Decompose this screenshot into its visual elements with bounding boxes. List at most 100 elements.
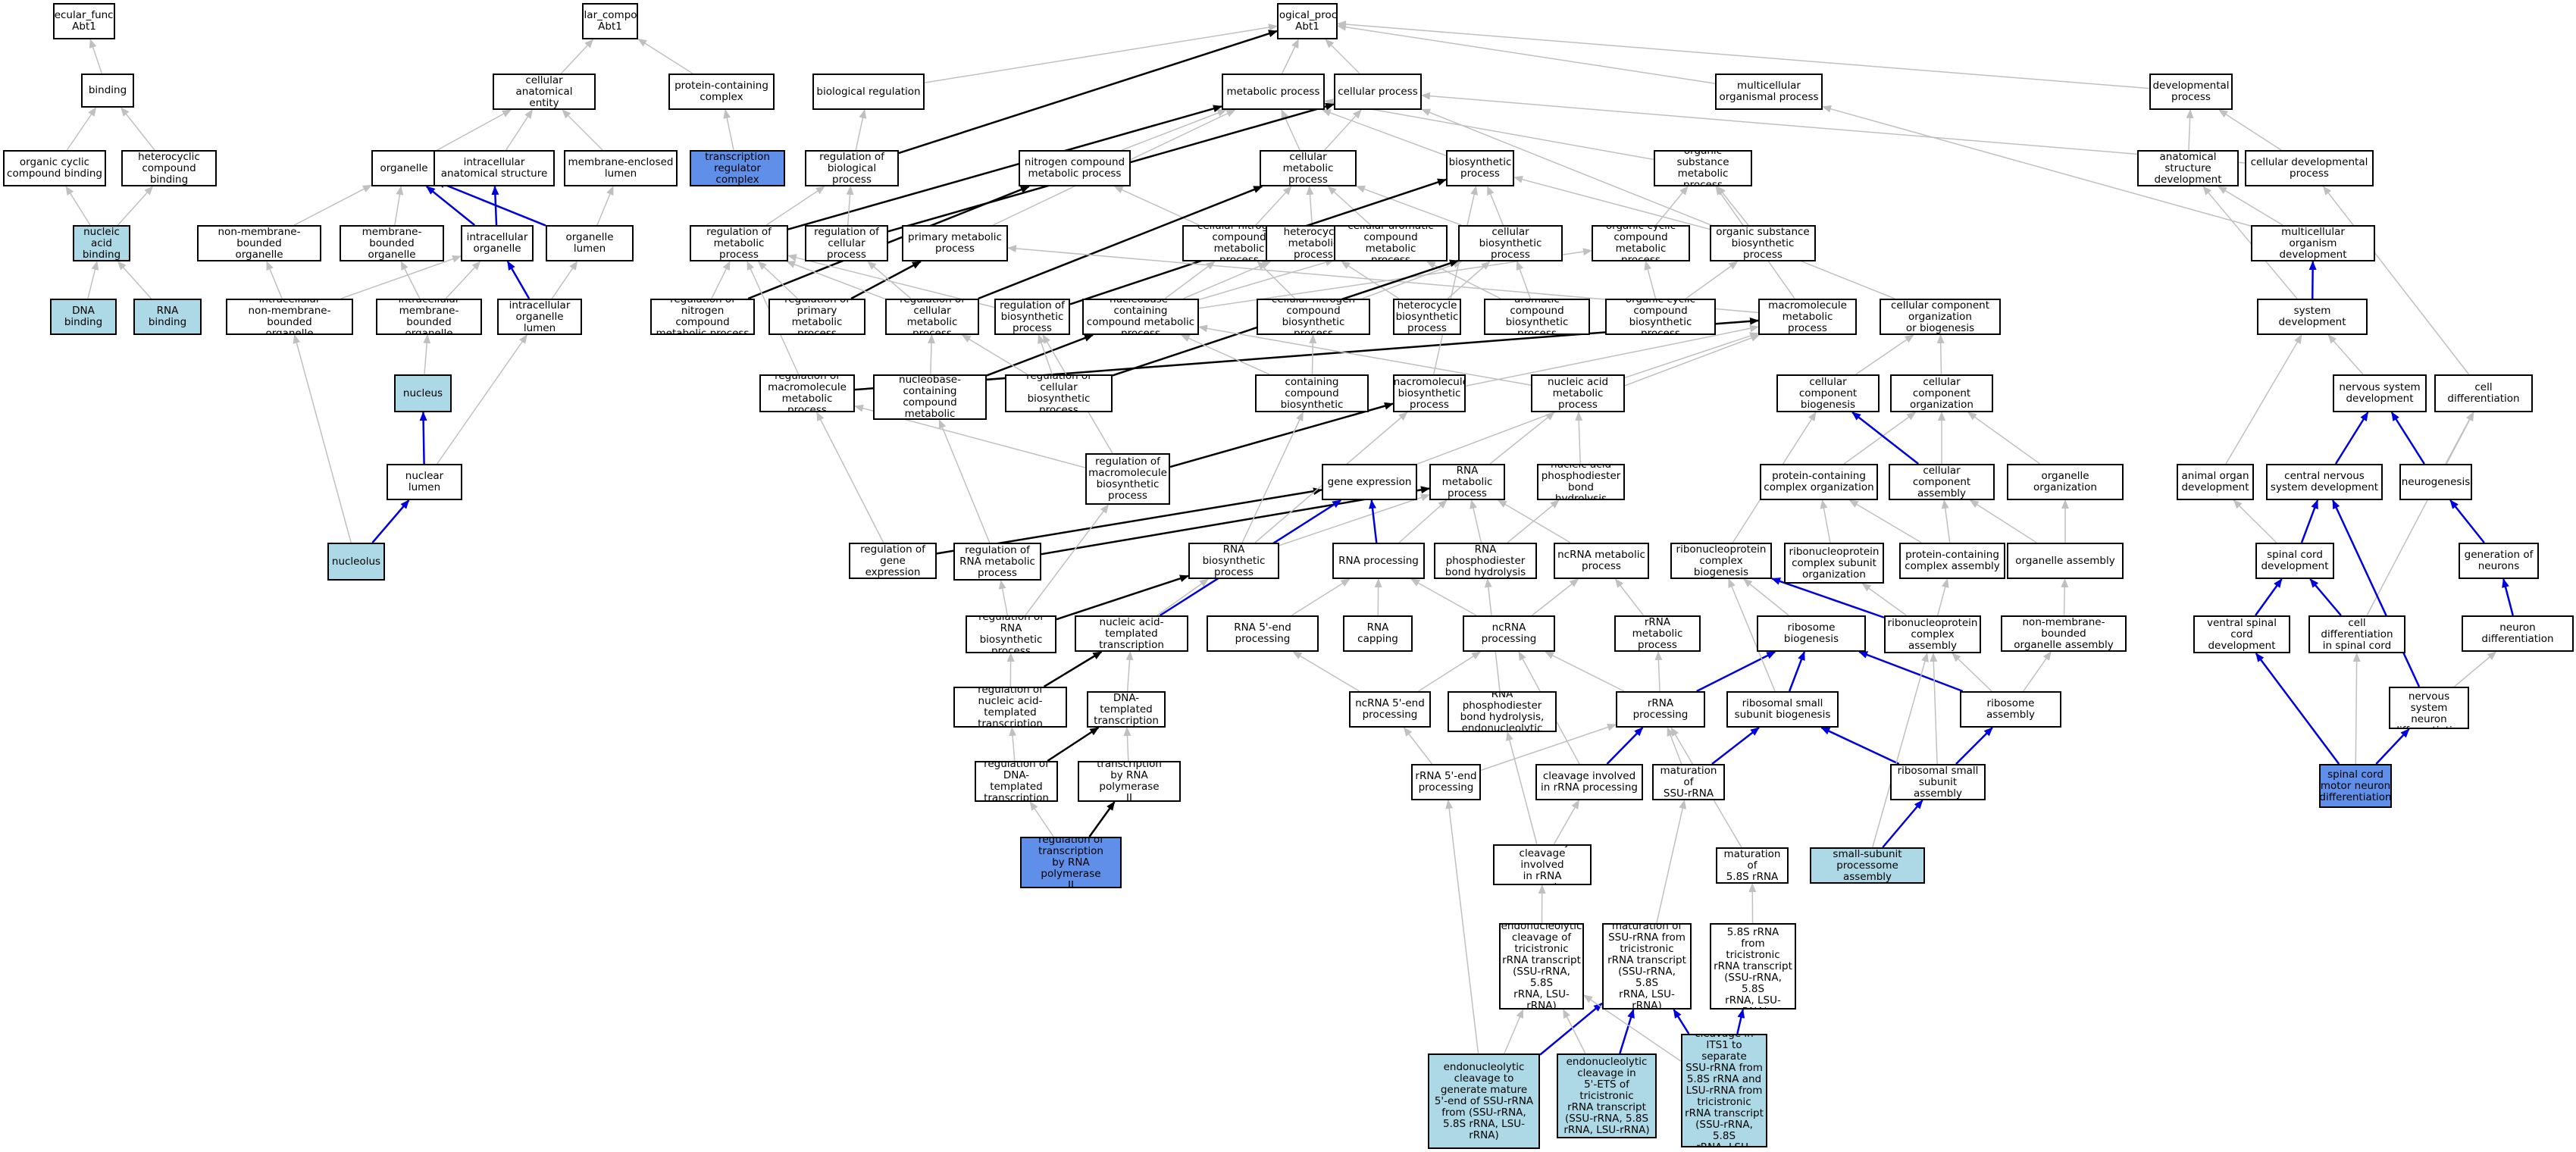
term-node-regulation-of-metabolic-process[interactable]: regulation of metabolic process bbox=[690, 225, 788, 261]
term-node-regulation-of-primary-metabolic-process[interactable]: regulation of primary metabolic process bbox=[768, 299, 865, 335]
term-node-organelle-assembly[interactable]: organelle assembly bbox=[2007, 543, 2124, 579]
term-node-cellular-component-abt1[interactable]: cellular_component Abt1 bbox=[582, 3, 638, 39]
term-node-intracellular-non-membrane-bounded-organelle[interactable]: intracellular non-membrane-bounded organ… bbox=[226, 299, 353, 335]
term-node-cellular-process[interactable]: cellular process bbox=[1334, 74, 1422, 110]
term-node-cellular-developmental-process[interactable]: cellular developmental process bbox=[2245, 150, 2374, 186]
term-node-transcription-regulator-complex[interactable]: transcription regulator complex bbox=[690, 150, 785, 186]
term-node-endonucleolytic-cleavage-to-generate-mature-5-end-of-ssu-rrn[interactable]: endonucleolytic cleavage to generate mat… bbox=[1428, 1053, 1540, 1149]
term-node-nucleolus[interactable]: nucleolus bbox=[327, 543, 385, 581]
term-node-regulation-of-biological-process[interactable]: regulation of biological process bbox=[805, 150, 899, 186]
term-node-biological-process-abt1[interactable]: biological_process Abt1 bbox=[1277, 3, 1338, 39]
term-node-intracellular-organelle[interactable]: intracellular organelle bbox=[461, 225, 534, 261]
term-node-nuclear-lumen[interactable]: nuclear lumen bbox=[387, 464, 462, 500]
term-node-ribosomal-small-subunit-biogenesis[interactable]: ribosomal small subunit biogenesis bbox=[1726, 691, 1839, 728]
term-node-rna-biosynthetic-process[interactable]: RNA biosynthetic process bbox=[1188, 543, 1279, 579]
term-node-cellular-component-assembly[interactable]: cellular component assembly bbox=[1889, 464, 1995, 500]
term-node-organic-substance-biosynthetic-process[interactable]: organic substance biosynthetic process bbox=[1710, 225, 1816, 261]
term-node-organic-cyclic-compound-biosynthetic-process[interactable]: organic cyclic compound biosynthetic pro… bbox=[1605, 299, 1716, 335]
term-node-cellular-aromatic-compound-metabolic-process[interactable]: cellular aromatic compound metabolic pro… bbox=[1334, 225, 1448, 261]
term-node-regulation-of-dna-templated-transcription[interactable]: regulation of DNA-templated transcriptio… bbox=[975, 761, 1058, 802]
term-node-cellular-metabolic-process[interactable]: cellular metabolic process bbox=[1260, 150, 1357, 186]
term-node-rna-capping[interactable]: RNA capping bbox=[1343, 615, 1413, 652]
term-node-biological-regulation[interactable]: biological regulation bbox=[812, 74, 925, 110]
term-node-primary-metabolic-process[interactable]: primary metabolic process bbox=[902, 225, 1008, 261]
term-node-protein-containing-complex-assembly[interactable]: protein-containing complex assembly bbox=[1899, 543, 2005, 579]
term-node-ribonucleoprotein-complex-assembly[interactable]: ribonucleoprotein complex assembly bbox=[1884, 615, 1981, 653]
term-node-regulation-of-transcription-by-rna-polymerase-ii[interactable]: regulation of transcription by RNA polym… bbox=[1020, 837, 1122, 888]
term-node-nucleobase-containing-compound-biosynthetic-process[interactable]: nucleobase-containing compound biosynthe… bbox=[1255, 374, 1369, 412]
term-node-non-membrane-bounded-organelle[interactable]: non-membrane-bounded organelle bbox=[197, 225, 321, 261]
term-node-rrna-5-end-processing[interactable]: rRNA 5'-end processing bbox=[1411, 764, 1481, 800]
term-node-regulation-of-nucleobase-containing-compound-metabolic-proce[interactable]: regulation of nucleobase-containing comp… bbox=[873, 374, 987, 420]
term-node-cell-differentiation-in-spinal-cord[interactable]: cell differentiation in spinal cord bbox=[2308, 615, 2405, 653]
term-node-binding[interactable]: binding bbox=[81, 74, 134, 108]
term-node-multicellular-organismal-process[interactable]: multicellular organismal process bbox=[1715, 74, 1823, 110]
term-node-rna-binding[interactable]: RNA binding bbox=[133, 299, 202, 335]
term-node-ribonucleoprotein-complex-subunit-organization[interactable]: ribonucleoprotein complex subunit organi… bbox=[1784, 543, 1884, 584]
term-node-dna-templated-transcription[interactable]: DNA-templated transcription bbox=[1087, 691, 1166, 728]
term-node-cellular-nitrogen-compound-biosynthetic-process[interactable]: cellular nitrogen compound biosynthetic … bbox=[1257, 299, 1370, 335]
term-node-intracellular-organelle-lumen[interactable]: intracellular organelle lumen bbox=[497, 299, 582, 335]
term-node-regulation-of-nucleic-acid-templated-transcription[interactable]: regulation of nucleic acid-templated tra… bbox=[953, 687, 1067, 728]
term-node-ribosome-biogenesis[interactable]: ribosome biogenesis bbox=[1757, 615, 1866, 652]
term-node-nucleic-acid-phosphodiester-bond-hydrolysis[interactable]: nucleic acid phosphodiester bond hydroly… bbox=[1537, 464, 1625, 500]
term-node-rna-processing[interactable]: RNA processing bbox=[1332, 543, 1425, 579]
term-node-heterocyclic-compound-binding[interactable]: heterocyclic compound binding bbox=[121, 150, 217, 186]
term-node-protein-containing-complex-organization[interactable]: protein-containing complex organization bbox=[1760, 464, 1878, 500]
term-node-animal-organ-development[interactable]: animal organ development bbox=[2177, 464, 2254, 500]
term-node-nucleobase-containing-compound-metabolic-process[interactable]: nucleobase-containing compound metabolic… bbox=[1082, 299, 1199, 335]
term-node-organic-cyclic-compound-metabolic-process[interactable]: organic cyclic compound metabolic proces… bbox=[1592, 225, 1690, 261]
term-node-membrane-bounded-organelle[interactable]: membrane-bounded organelle bbox=[340, 225, 444, 261]
term-node-ventral-spinal-cord-development[interactable]: ventral spinal cord development bbox=[2193, 615, 2290, 653]
term-node-molecular-function-abt1[interactable]: molecular_function Abt1 bbox=[53, 3, 115, 39]
term-node-rna-phosphodiester-bond-hydrolysis[interactable]: RNA phosphodiester bond hydrolysis bbox=[1434, 543, 1537, 579]
term-node-spinal-cord-development[interactable]: spinal cord development bbox=[2255, 543, 2334, 579]
term-node-maturation-of-ssu-rrna-from-tricistronic-rrna-transcript-ssu[interactable]: maturation of SSU-rRNA from tricistronic… bbox=[1602, 923, 1692, 1010]
term-node-anatomical-structure-development[interactable]: anatomical structure development bbox=[2137, 150, 2239, 186]
term-node-macromolecule-biosynthetic-process[interactable]: macromolecule biosynthetic process bbox=[1393, 374, 1466, 412]
term-node-developmental-process[interactable]: developmental process bbox=[2149, 74, 2233, 110]
term-node-cellular-component-biogenesis[interactable]: cellular component biogenesis bbox=[1776, 374, 1880, 412]
term-node-organic-cyclic-compound-binding[interactable]: organic cyclic compound binding bbox=[3, 150, 106, 186]
term-node-regulation-of-rna-metabolic-process[interactable]: regulation of RNA metabolic process bbox=[953, 543, 1041, 581]
term-node-cell-differentiation[interactable]: cell differentiation bbox=[2434, 374, 2533, 412]
term-node-cleavage-involved-in-rrna-processing[interactable]: cleavage involved in rRNA processing bbox=[1535, 764, 1643, 800]
term-node-cellular-biosynthetic-process[interactable]: cellular biosynthetic process bbox=[1458, 225, 1563, 261]
term-node-aromatic-compound-biosynthetic-process[interactable]: aromatic compound biosynthetic process bbox=[1484, 299, 1590, 335]
term-node-cellular-component-organization-or-biogenesis[interactable]: cellular component organization or bioge… bbox=[1880, 299, 2001, 335]
term-node-regulation-of-cellular-metabolic-process[interactable]: regulation of cellular metabolic process bbox=[885, 299, 979, 335]
term-node-gene-expression[interactable]: gene expression bbox=[1322, 464, 1417, 500]
term-node-maturation-of-5-8s-rrna-from-tricistronic-rrna-transcript-ss[interactable]: maturation of 5.8S rRNA from tricistroni… bbox=[1710, 923, 1796, 1010]
term-node-neuron-differentiation[interactable]: neuron differentiation bbox=[2462, 615, 2574, 652]
term-node-heterocycle-biosynthetic-process[interactable]: heterocycle biosynthetic process bbox=[1393, 299, 1461, 335]
term-node-nucleic-acid-templated-transcription[interactable]: nucleic acid-templated transcription bbox=[1075, 615, 1188, 652]
term-node-organic-substance-metabolic-process[interactable]: organic substance metabolic process bbox=[1654, 150, 1752, 186]
term-node-intracellular-anatomical-structure[interactable]: intracellular anatomical structure bbox=[434, 150, 555, 186]
term-node-dna-binding[interactable]: DNA binding bbox=[50, 299, 117, 335]
term-node-ribonucleoprotein-complex-biogenesis[interactable]: ribonucleoprotein complex biogenesis bbox=[1670, 543, 1772, 579]
term-node-nervous-system-development[interactable]: nervous system development bbox=[2333, 374, 2427, 412]
term-node-rna-phosphodiester-bond-hydrolysis-endonucleolytic[interactable]: RNA phosphodiester bond hydrolysis, endo… bbox=[1448, 691, 1557, 732]
term-node-endonucleolytic-cleavage-in-5-ets-of-tricistronic-rrna-trans[interactable]: endonucleolytic cleavage in 5'-ETS of tr… bbox=[1557, 1053, 1657, 1138]
term-node-rna-metabolic-process[interactable]: RNA metabolic process bbox=[1429, 464, 1505, 500]
term-node-regulation-of-cellular-process[interactable]: regulation of cellular process bbox=[805, 225, 888, 261]
term-node-ncrna-metabolic-process[interactable]: ncRNA metabolic process bbox=[1554, 543, 1649, 579]
term-node-regulation-of-gene-expression[interactable]: regulation of gene expression bbox=[849, 543, 937, 579]
term-node-multicellular-organism-development[interactable]: multicellular organism development bbox=[2251, 225, 2375, 261]
term-node-central-nervous-system-development[interactable]: central nervous system development bbox=[2266, 464, 2383, 500]
term-node-organelle-organization[interactable]: organelle organization bbox=[2007, 464, 2124, 500]
term-node-neurogenesis[interactable]: neurogenesis bbox=[2399, 464, 2472, 500]
term-node-macromolecule-metabolic-process[interactable]: macromolecule metabolic process bbox=[1758, 299, 1857, 335]
term-node-generation-of-neurons[interactable]: generation of neurons bbox=[2459, 543, 2539, 579]
term-node-system-development[interactable]: system development bbox=[2257, 299, 2368, 335]
term-node-rrna-metabolic-process[interactable]: rRNA metabolic process bbox=[1614, 615, 1701, 652]
term-node-nucleic-acid-binding[interactable]: nucleic acid binding bbox=[73, 225, 130, 261]
term-node-small-subunit-processome-assembly[interactable]: small-subunit processome assembly bbox=[1810, 847, 1925, 884]
term-node-maturation-of-5-8s-rrna[interactable]: maturation of 5.8S rRNA bbox=[1716, 847, 1789, 884]
term-node-ncrna-5-end-processing[interactable]: ncRNA 5'-end processing bbox=[1349, 691, 1431, 728]
term-node-nucleic-acid-metabolic-process[interactable]: nucleic acid metabolic process bbox=[1531, 374, 1625, 412]
term-node-transcription-by-rna-polymerase-ii[interactable]: transcription by RNA polymerase II bbox=[1078, 761, 1181, 802]
term-node-membrane-enclosed-lumen[interactable]: membrane-enclosed lumen bbox=[564, 150, 678, 186]
term-node-rna-5-end-processing[interactable]: RNA 5'-end processing bbox=[1207, 615, 1319, 652]
term-node-ribosomal-small-subunit-assembly[interactable]: ribosomal small subunit assembly bbox=[1890, 764, 1986, 800]
